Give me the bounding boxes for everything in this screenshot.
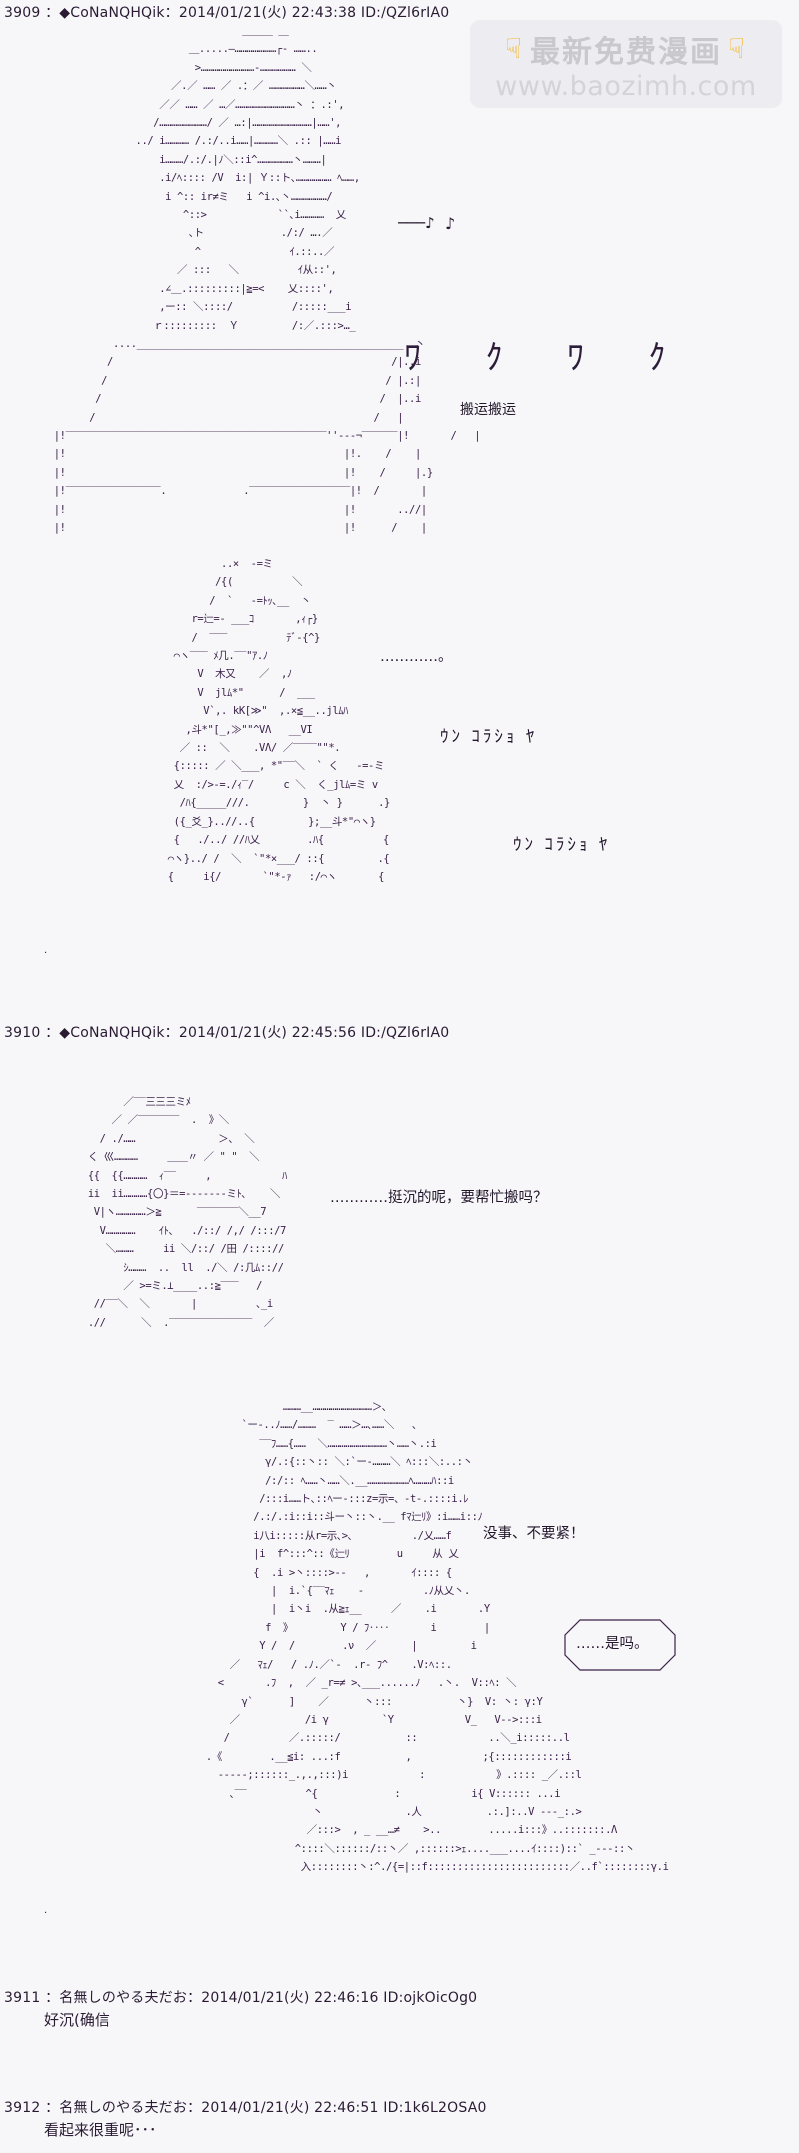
post-header-3910: 3910 ：◆CoNaNQHQik：2014/01/21(火) 22:45:56… [4, 1025, 450, 1041]
ascii-art-helmet-girl: ／‾‾三三三ミﾒ ／ ／‾‾‾‾‾‾‾ . 》＼ / ./…… ＞、 ＼ く 巛… [87, 1096, 288, 1329]
ascii-art-shy-girl: ..× ‐=ミ /{( ＼ / ` ‐=ﾄｯ､__ 丶 r=辷=‐ ___ｺ ,… [167, 558, 391, 883]
reply-bubble-text: ……是吗。 [576, 1636, 649, 1652]
pointing-hand-icon: ☟ [504, 32, 524, 65]
ascii-art-desk: ....____________________________________… [53, 338, 481, 535]
post-header-3909: 3909 ：◆CoNaNQHQik：2014/01/21(火) 22:43:38… [4, 5, 450, 21]
post-body-3912: 看起来很重呢･･･ [44, 2121, 157, 2139]
stray-dot: . [44, 1905, 48, 1916]
sfx-grunt-2: ｳﾝ ｺﾗｼｮ ﾔ [513, 835, 611, 855]
pointing-hand-icon: ☟ [728, 32, 748, 65]
offer-help-text: …………挺沉的呢，要帮忙搬吗？ [330, 1190, 548, 1206]
sfx-waku-waku: ﾜ ｸ ﾜ ｸ [404, 338, 688, 378]
speech-bubble-octagon [564, 1619, 676, 1671]
watermark-url: www.baozimh.com [495, 70, 757, 102]
caption-moving: 搬运搬运 [460, 402, 516, 418]
watermark-banner: ☟ 最新免费漫画 ☟ www.baozimh.com [470, 20, 782, 108]
refuse-help-text: 没事、不要紧！ [483, 1526, 585, 1542]
post-header-3911: 3911 ：名無しのやる夫だお：2014/01/21(火) 22:46:16 I… [4, 1990, 478, 2006]
hum-text: ───♪ [398, 214, 435, 232]
post-body-3911: 好沉(确信 [44, 2011, 110, 2029]
ascii-art-big-girl: ………__…………………………＞､ `ー‐..ﾉ……/……… ‾ ……＞…､……… [205, 1401, 669, 1874]
ascii-art-girl-head: ＿＿＿ ＿ ＿.....―…………………┌‐ …….. >………………………‐…… [135, 25, 361, 332]
ellipsis-text: …………。 [380, 649, 453, 665]
post-header-3912: 3912 ：名無しのやる夫だお：2014/01/21(火) 22:46:51 I… [4, 2100, 487, 2116]
watermark-title: 最新免费漫画 [530, 34, 722, 70]
sfx-grunt-1: ｳﾝ ｺﾗｼｮ ﾔ [440, 727, 538, 747]
music-note-icon: ♪ [445, 214, 456, 233]
stray-dot: . [44, 945, 48, 956]
